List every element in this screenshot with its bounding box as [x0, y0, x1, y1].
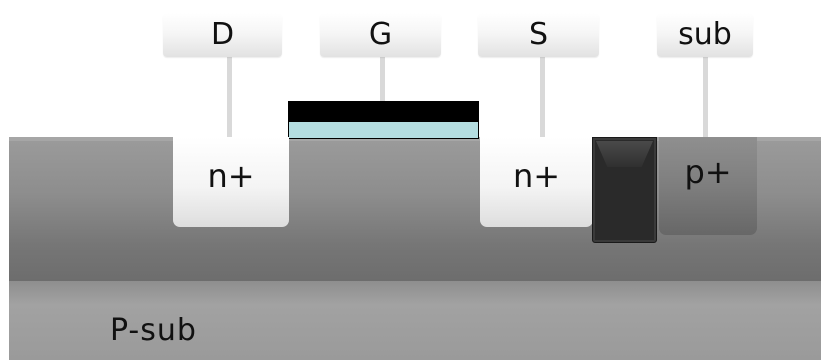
- substrate-terminal-label: sub: [657, 13, 753, 57]
- surface-edge: [9, 137, 821, 141]
- body-contact-p-plus-region: p+: [659, 137, 757, 235]
- drain-lead-line: [227, 57, 232, 137]
- gate-lead-line: [380, 57, 385, 101]
- source-lead-line: [540, 57, 545, 137]
- source-terminal-label: S: [478, 13, 599, 57]
- substrate-lead-line: [703, 57, 708, 137]
- drain-n-plus-region: n+: [173, 137, 289, 227]
- gate-oxide: [288, 121, 479, 139]
- p-substrate-layer: [9, 281, 821, 360]
- gate-terminal-label: G: [320, 13, 441, 57]
- gate-metal: [288, 101, 479, 121]
- drain-terminal-label: D: [163, 13, 282, 57]
- source-n-plus-region: n+: [480, 137, 593, 227]
- p-substrate-label: P-sub: [110, 313, 197, 348]
